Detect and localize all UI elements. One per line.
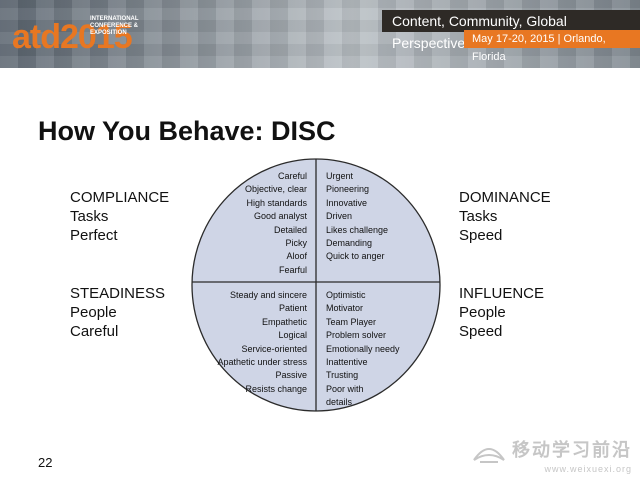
watermark-url: www.weixuexi.org xyxy=(544,464,632,474)
trait-item: Empathetic xyxy=(261,316,307,327)
logo-year: 2015 xyxy=(60,18,133,56)
trait-item: Pioneering xyxy=(326,184,370,195)
trait-item: Demanding xyxy=(326,238,373,249)
trait-item: Trusting xyxy=(326,370,359,381)
trait-item: Objective, clear xyxy=(244,184,307,195)
trait-item: Team Player xyxy=(326,316,377,327)
steadiness-line1: People xyxy=(70,304,117,321)
trait-item: Emotionally needy xyxy=(326,343,400,354)
compliance-line2: Perfect xyxy=(70,227,118,244)
trait-item: Passive xyxy=(275,370,307,381)
trait-item: Fearful xyxy=(278,264,307,275)
atd-logo: atd2015 INTERNATIONAL CONFERENCE & EXPOS… xyxy=(6,12,156,56)
steadiness-line2: Careful xyxy=(70,323,119,340)
trait-item: Good analyst xyxy=(253,211,307,222)
logo-text: atd xyxy=(12,18,61,56)
trait-item: Picky xyxy=(285,238,307,249)
tagline: Content, Community, Global Perspectives xyxy=(382,10,640,51)
trait-item: Logical xyxy=(278,330,307,341)
watermark: 移动学习前沿 www.weixuexi.org xyxy=(473,436,632,474)
trait-item: Optimistic xyxy=(326,290,366,300)
dominance-name: DOMINANCE xyxy=(459,189,551,206)
event-dates: May 17-20, 2015 | Orlando, Florida xyxy=(464,30,640,63)
influence-line1: People xyxy=(459,304,506,321)
dominance-label: DOMINANCE Tasks Speed xyxy=(459,188,551,245)
trait-item: Inattentive xyxy=(326,357,368,368)
trait-item: Quick to anger xyxy=(326,251,385,262)
trait-item: Apathetic under stress xyxy=(217,357,307,368)
trait-item: Innovative xyxy=(326,197,368,208)
influence-name: INFLUENCE xyxy=(459,285,545,302)
trait-item: Urgent xyxy=(326,171,354,181)
trait-item: Resists change xyxy=(245,383,307,394)
dominance-line2: Speed xyxy=(459,227,503,244)
steadiness-name: STEADINESS xyxy=(70,285,166,302)
header-banner: atd2015 INTERNATIONAL CONFERENCE & EXPOS… xyxy=(0,0,640,68)
trait-item: Aloof xyxy=(286,251,307,262)
influence-line2: Speed xyxy=(459,323,503,340)
trait-item: Patient xyxy=(278,303,307,314)
dominance-line1: Tasks xyxy=(459,208,498,225)
watermark-text: 移动学习前沿 xyxy=(512,440,632,460)
compliance-name: COMPLIANCE xyxy=(70,189,170,206)
compliance-label: COMPLIANCE Tasks Perfect xyxy=(70,188,169,245)
trait-item: Motivator xyxy=(326,303,364,314)
trait-item: Steady and sincere xyxy=(229,290,307,300)
influence-label: INFLUENCE People Speed xyxy=(459,284,544,341)
trait-item: Careful xyxy=(277,171,307,181)
trait-item: Poor with xyxy=(326,383,364,394)
slide-number: 22 xyxy=(38,455,53,470)
trait-item: Detailed xyxy=(273,224,307,235)
trait-item: High standards xyxy=(246,197,307,208)
trait-item: details xyxy=(326,397,353,408)
steadiness-label: STEADINESS People Careful xyxy=(70,284,165,341)
disc-circle-graphic xyxy=(191,158,441,412)
slide-title: How You Behave: DISC xyxy=(38,116,336,146)
trait-item: Problem solver xyxy=(326,330,387,341)
watermark-logo-icon xyxy=(473,448,505,463)
trait-item: Likes challenge xyxy=(326,224,389,235)
trait-item: Service-oriented xyxy=(241,343,307,354)
logo-subtitle: INTERNATIONAL CONFERENCE & EXPOSITION xyxy=(90,16,139,36)
trait-item: Driven xyxy=(326,211,353,222)
compliance-line1: Tasks xyxy=(70,208,109,225)
